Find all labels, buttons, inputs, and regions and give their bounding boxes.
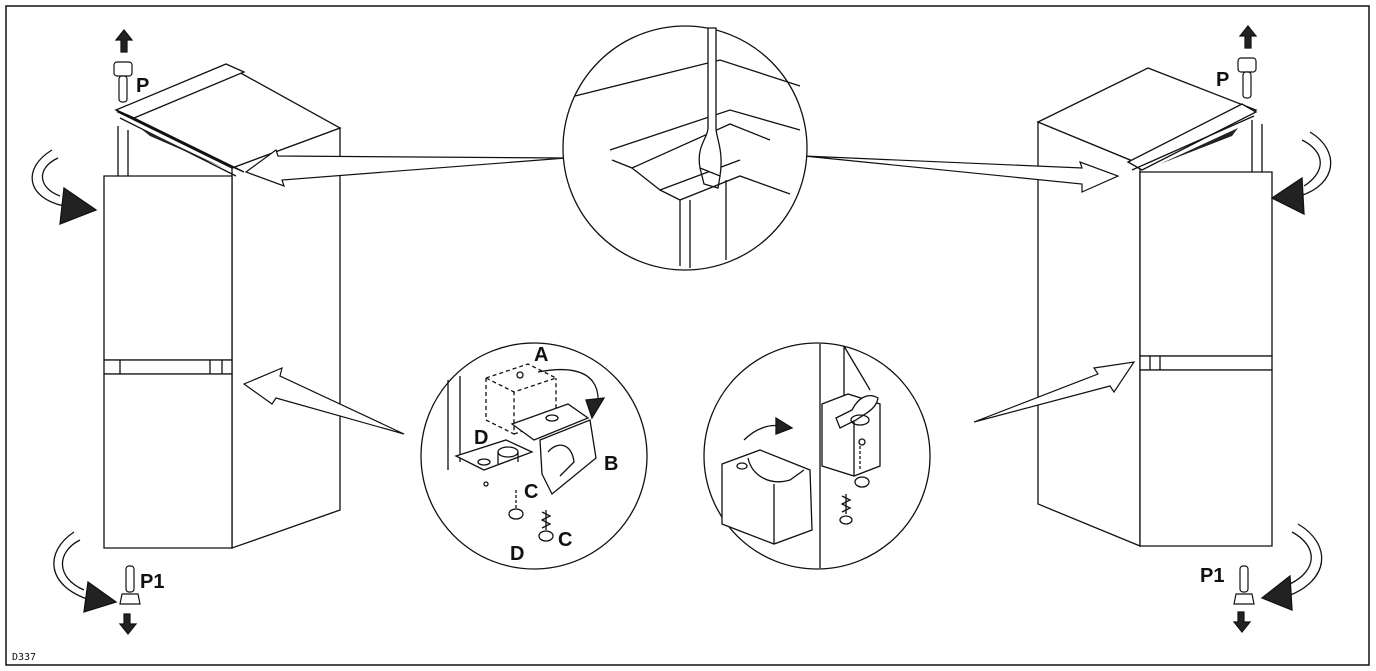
hinge-detail-circle [420,342,648,570]
right-bottom-curve-arrow [1260,523,1323,611]
left-top-shadow [140,128,224,168]
left-screw-p1 [118,565,141,635]
right-appliance [1036,67,1273,547]
label-p-left: P [136,75,149,97]
left-cabinet-side [231,127,341,549]
label-p-right: P [1216,69,1229,91]
left-up-arrow [114,29,134,53]
left-appliance [103,63,342,549]
right-down-arrow [1232,611,1252,633]
label-p1-left: P1 [140,571,164,593]
label-b: B [604,453,618,475]
right-cabinet-top [1036,67,1258,165]
right-lower-door [1139,369,1273,547]
right-screw-p1 [1232,565,1255,633]
label-d2: D [510,543,524,565]
figure-frame [5,5,1370,666]
label-d1: D [474,427,488,449]
left-lower-door [103,373,233,549]
figure-code: D337 [12,652,36,663]
left-upper-door [103,175,233,361]
left-down-arrow [118,613,138,635]
label-p1-right: P1 [1200,565,1224,587]
latch-detail-circle [703,342,931,570]
right-upper-door [1139,171,1273,357]
right-up-arrow [1238,25,1258,49]
left-top-curve-arrow [31,149,98,225]
right-screw-p [1237,25,1258,99]
pointer-top-left [244,149,567,187]
right-top-curve-arrow [1270,131,1332,216]
pointer-lower-right [973,361,1136,423]
label-c1: C [524,481,538,503]
rotation-arrow [537,368,599,405]
left-screw-p [113,29,134,103]
label-c2: C [558,529,572,551]
label-a: A [534,344,548,366]
top-detail-circle [562,25,808,271]
left-top-cover-front [115,109,245,173]
pointer-arrows [242,149,1136,435]
pointer-lower-left [242,366,405,435]
pointer-top-right [803,155,1120,193]
right-top-shadow [1160,128,1238,164]
left-bottom-curve-arrow [53,531,118,613]
